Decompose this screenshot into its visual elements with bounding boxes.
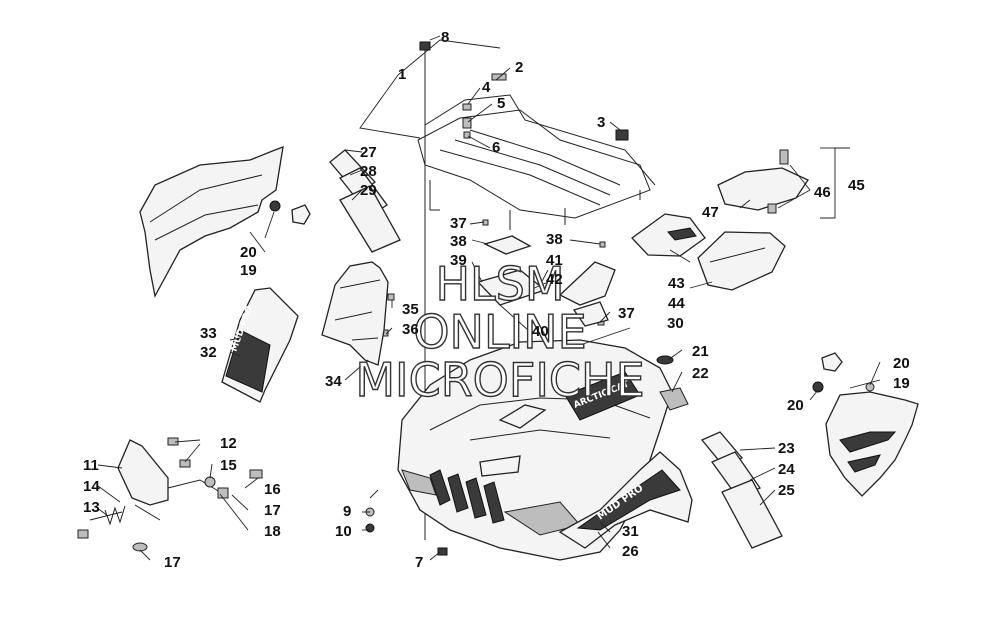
callout-11: 11: [83, 457, 99, 474]
callout-42: 42: [546, 271, 563, 288]
callout-14: 14: [83, 478, 100, 495]
callout-37-bottom: 37: [618, 305, 635, 322]
callout-38-left: 38: [450, 233, 467, 250]
callout-17-bottom: 17: [164, 554, 181, 571]
front-fascia: [321, 261, 389, 366]
watermark-line-3: MICROFICHE: [355, 353, 644, 407]
callout-29: 29: [360, 182, 377, 199]
storage-trays: [631, 149, 809, 291]
callout-46: 46: [814, 184, 831, 201]
callout-3: 3: [597, 114, 605, 131]
callout-10: 10: [335, 523, 352, 540]
callout-2: 2: [515, 59, 523, 76]
front-side-panel: MUD PRO: [221, 287, 299, 403]
callout-23: 23: [778, 440, 795, 457]
callout-34: 34: [325, 373, 342, 390]
callout-1: 1: [398, 66, 406, 83]
callout-5: 5: [497, 95, 505, 112]
callout-27: 27: [360, 144, 377, 161]
callout-6: 6: [492, 139, 500, 156]
callout-4: 4: [482, 79, 491, 96]
front-hood: ARCTIC CAT: [397, 339, 689, 561]
callout-16: 16: [264, 481, 281, 498]
callout-33: 33: [200, 325, 217, 342]
callout-9: 9: [343, 503, 351, 520]
callout-41: 41: [546, 252, 563, 269]
callout-28: 28: [360, 163, 377, 180]
callout-19-right: 19: [893, 375, 910, 392]
front-rack: [417, 94, 656, 230]
callout-35: 35: [402, 301, 419, 318]
headlight-assembly: [77, 437, 263, 552]
callout-40: 40: [532, 323, 549, 340]
callout-21: 21: [692, 343, 709, 360]
callout-32: 32: [200, 344, 217, 361]
leader-lines: [95, 35, 881, 561]
callout-36: 36: [402, 321, 419, 338]
callout-20-lower: 20: [787, 397, 804, 414]
hood-brackets: [476, 235, 616, 327]
left-side-panel: [139, 145, 311, 298]
callout-20-right: 20: [893, 355, 910, 372]
watermark-line-2: ONLINE: [413, 305, 586, 359]
callout-43: 43: [668, 275, 685, 292]
callout-24: 24: [778, 461, 795, 478]
callout-19-left: 19: [240, 262, 257, 279]
callout-37-top: 37: [450, 215, 467, 232]
callout-38-right: 38: [546, 231, 563, 248]
right-side-panel: [812, 352, 919, 497]
decal-strip-left: [329, 149, 401, 253]
callout-25: 25: [778, 482, 795, 499]
callout-8: 8: [441, 29, 449, 46]
callout-26: 26: [622, 543, 639, 560]
callout-13: 13: [83, 499, 100, 516]
callout-17-right: 17: [264, 502, 281, 519]
callout-20-left: 20: [240, 244, 257, 261]
callout-15: 15: [220, 457, 237, 474]
watermark: HLSM ONLINE MICROFICHE: [355, 256, 646, 407]
callout-44: 44: [668, 295, 685, 312]
decal-strip-right: [700, 431, 783, 549]
callout-18: 18: [264, 523, 281, 540]
callout-39: 39: [450, 252, 467, 269]
callout-31: 31: [622, 523, 639, 540]
callout-labels: 1 2 3 4 5 6 7 8 9 10 11 12 13 14 15 16 1…: [83, 29, 910, 571]
callout-12: 12: [220, 435, 237, 452]
callout-47: 47: [702, 204, 719, 221]
callout-45: 45: [848, 177, 865, 194]
callout-22: 22: [692, 365, 709, 382]
callout-30: 30: [667, 315, 684, 332]
callout-7: 7: [415, 554, 423, 571]
watermark-line-1: HLSM: [435, 257, 564, 311]
